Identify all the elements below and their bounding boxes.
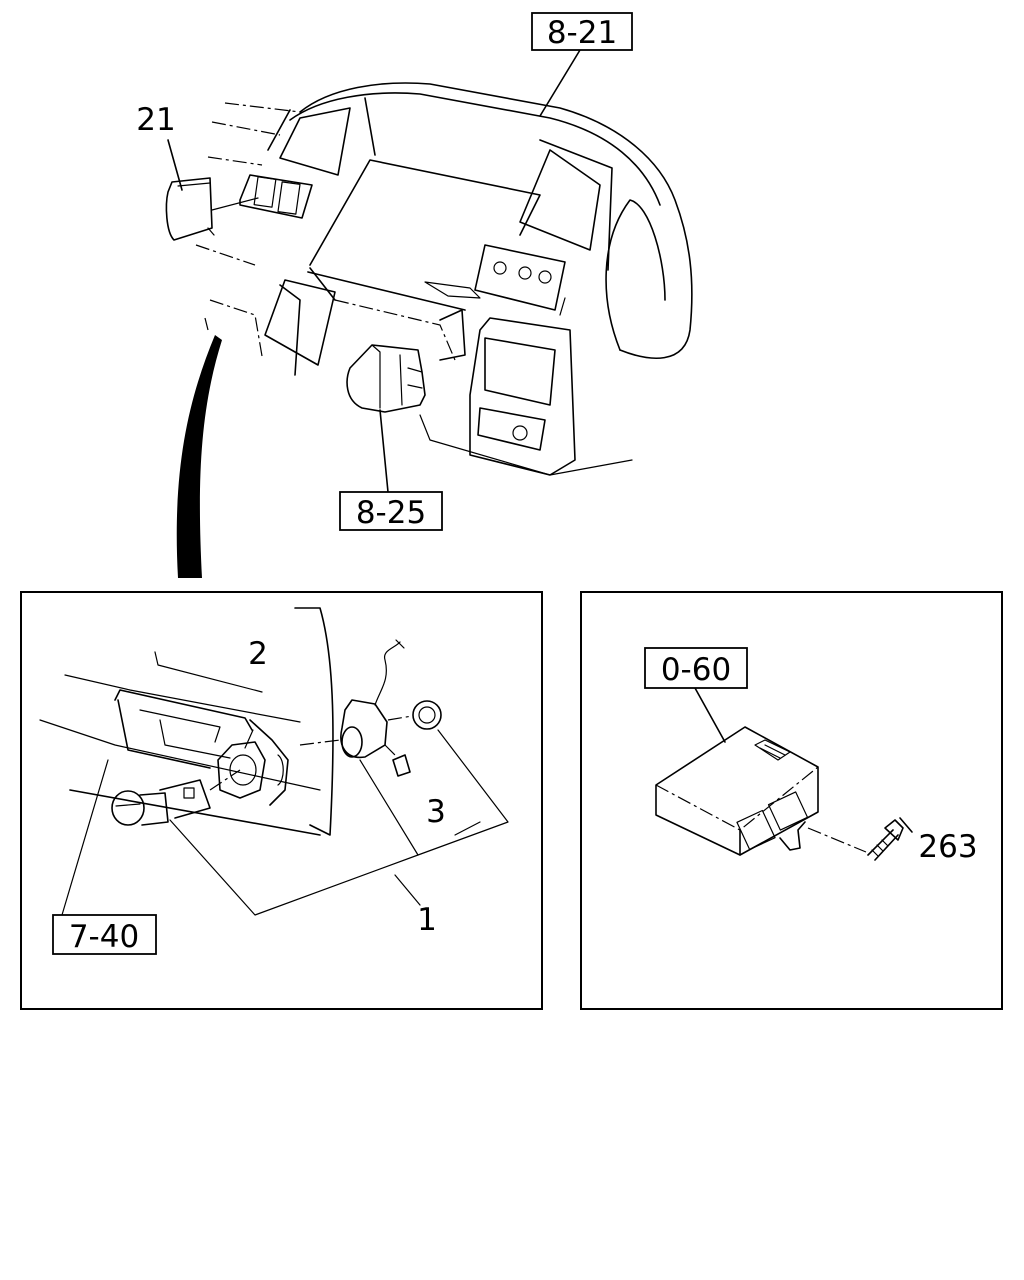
leader-21 bbox=[167, 139, 183, 191]
callout-7-40: 7-40 bbox=[69, 919, 139, 955]
leader-7-40 bbox=[61, 759, 109, 916]
callout-box-7-40 bbox=[52, 914, 157, 955]
instrument-panel-drawing bbox=[165, 82, 693, 578]
leader-3 bbox=[417, 729, 509, 856]
leader-3-tail bbox=[454, 821, 481, 836]
callout-0-60: 0-60 bbox=[661, 652, 731, 688]
callout-1: 1 bbox=[417, 902, 437, 938]
callout-box-8-21 bbox=[531, 12, 633, 51]
leader-263 bbox=[899, 817, 913, 833]
detail-panel-left bbox=[20, 591, 543, 1010]
callout-2: 2 bbox=[248, 636, 268, 672]
leader-1 bbox=[169, 759, 419, 916]
callout-8-25: 8-25 bbox=[356, 495, 426, 531]
module-8-25-drawing bbox=[346, 344, 426, 413]
leader-0-60 bbox=[694, 687, 726, 743]
control-unit-drawing bbox=[655, 726, 904, 861]
leader-8-21 bbox=[539, 49, 581, 117]
detail-panel-right bbox=[580, 591, 1003, 1010]
detail-arrow bbox=[176, 335, 222, 578]
part-21-switch-drawing bbox=[165, 177, 259, 241]
callout-3: 3 bbox=[426, 794, 446, 830]
leader-8-25 bbox=[379, 409, 389, 493]
lighter-assembly-drawing bbox=[39, 607, 442, 836]
callout-263: 263 bbox=[918, 829, 977, 865]
callout-8-21: 8-21 bbox=[547, 15, 617, 51]
leader-2 bbox=[244, 729, 254, 749]
callout-box-8-25 bbox=[339, 491, 443, 531]
leader-1-tail bbox=[394, 874, 421, 906]
callout-21: 21 bbox=[136, 102, 175, 138]
callout-box-0-60 bbox=[644, 647, 748, 689]
